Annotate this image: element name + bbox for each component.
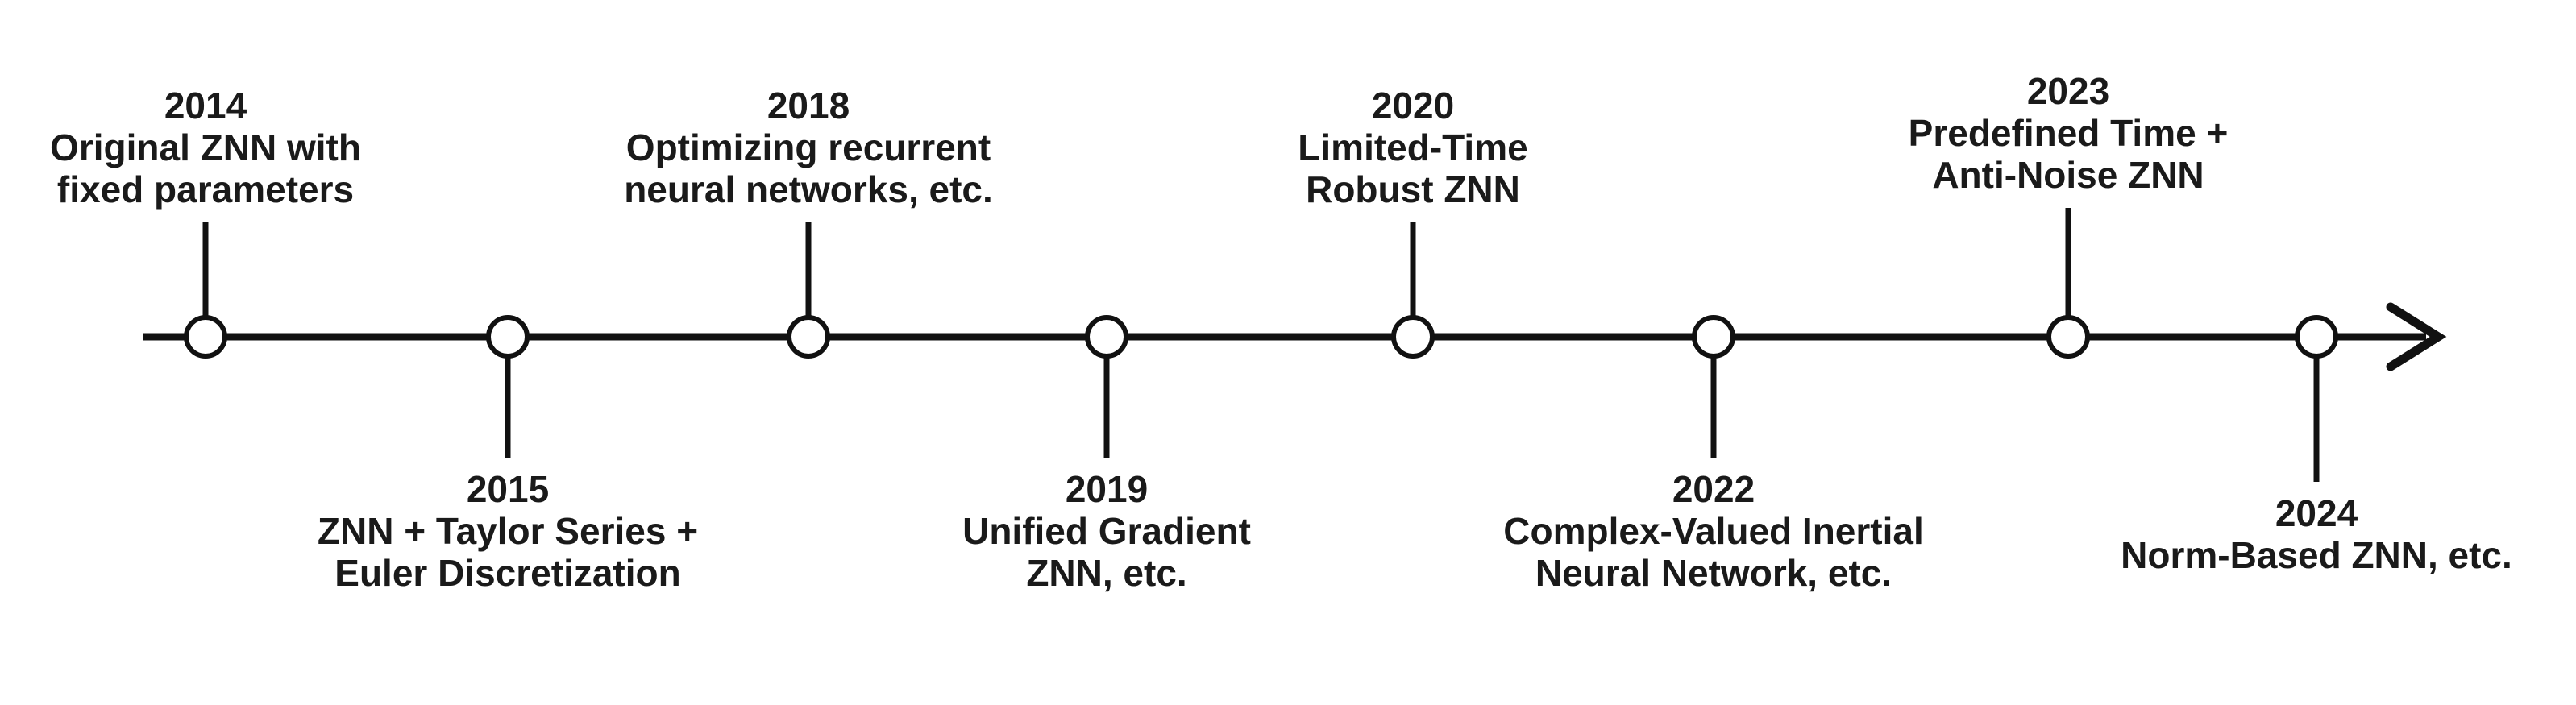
timeline-description-line: ZNN + Taylor Series + (317, 509, 699, 552)
timeline-year-2015: 2015 (466, 468, 550, 510)
timeline-year-2018: 2018 (767, 85, 850, 126)
timeline-node-2022[interactable] (1692, 315, 1735, 359)
timeline-description-line: Complex-Valued Inertial (1503, 509, 1924, 552)
timeline-nodes (184, 315, 2338, 359)
timeline-description-2024: Norm-Based ZNN, etc. (2121, 533, 2512, 577)
timeline-description-line: Euler Discretization (334, 551, 681, 594)
timeline-description-line: fixed parameters (56, 168, 355, 210)
timeline-description-2023: Predefined Time +Anti-Noise ZNN (1908, 111, 2229, 197)
timeline-year-2023: 2023 (2026, 70, 2110, 112)
timeline-description-line: Original ZNN with (50, 126, 361, 168)
timeline-node-2015[interactable] (486, 315, 530, 359)
timeline-description-line: Limited-Time (1298, 126, 1528, 168)
timeline-description-line: Neural Network, etc. (1535, 551, 1893, 594)
timeline-description-line: Optimizing recurrent (625, 126, 991, 168)
timeline-node-2020[interactable] (1391, 315, 1435, 359)
timeline-node-2019[interactable] (1085, 315, 1128, 359)
arrow-head-icon (2386, 302, 2447, 371)
timeline-description-line: Robust ZNN (1306, 168, 1520, 210)
timeline-description-line: Unified Gradient (962, 509, 1251, 552)
timeline-description-line: ZNN, etc. (1026, 551, 1187, 594)
timeline-description-line: Anti-Noise ZNN (1932, 153, 2204, 196)
timeline-description-line: Norm-Based ZNN, etc. (2121, 533, 2512, 576)
timeline-year-2024: 2024 (2275, 492, 2358, 534)
timeline-node-2014[interactable] (184, 315, 227, 359)
timeline-node-2024[interactable] (2295, 315, 2338, 359)
timeline-year-2019: 2019 (1065, 468, 1149, 510)
timeline-description-line: neural networks, etc. (624, 168, 993, 210)
timeline-node-2023[interactable] (2046, 315, 2090, 359)
timeline-year-2022: 2022 (1672, 468, 1755, 510)
timeline-description-line: Predefined Time + (1908, 111, 2229, 154)
timeline-year-2014: 2014 (164, 85, 247, 126)
timeline-year-2020: 2020 (1371, 85, 1455, 126)
timeline-node-2018[interactable] (787, 315, 830, 359)
timeline-description-2015: ZNN + Taylor Series +Euler Discretizatio… (317, 509, 699, 595)
